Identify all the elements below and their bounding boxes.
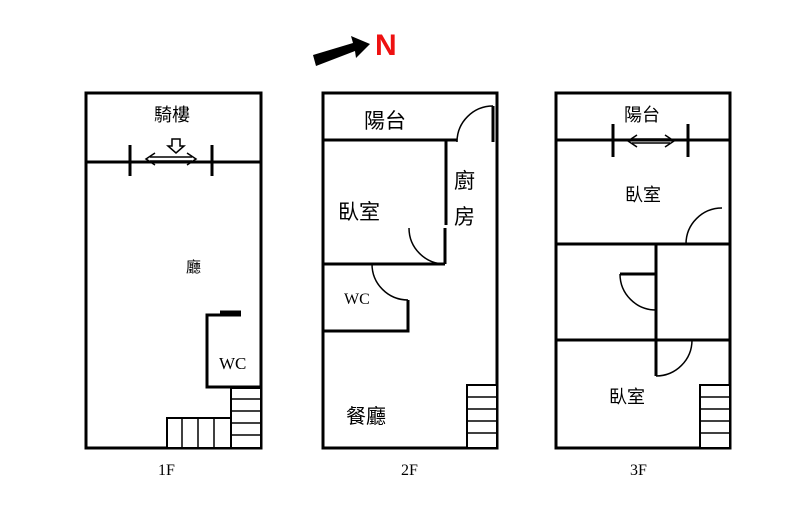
1f-wc-label: WC	[219, 354, 246, 373]
2f-wc-door-icon	[371, 262, 409, 301]
1f-stairs-horizontal	[166, 417, 232, 449]
entry-arrow-icon	[166, 138, 186, 154]
floor-3f: 陽台 臥室 臥室 3F	[554, 91, 732, 479]
2f-wc-wall	[323, 300, 410, 333]
north-label: N	[375, 29, 397, 62]
3f-double-arrow-icon	[626, 134, 676, 148]
2f-wc-label: WC	[344, 291, 370, 308]
2f-bedroom-door-icon	[408, 227, 447, 265]
2f-kitchen-label-2: 房	[454, 205, 475, 229]
2f-bedroom-label: 臥室	[338, 200, 380, 224]
3f-stairs	[699, 384, 731, 449]
3f-bedroom-bottom-label: 臥室	[609, 387, 645, 408]
3f-upper-door-icon	[685, 207, 723, 246]
3f-caption: 3F	[630, 462, 647, 479]
3f-lower-door-icon	[654, 339, 693, 377]
2f-outer-wall	[321, 91, 499, 450]
2f-balcony-door-icon	[456, 105, 495, 143]
3f-middle-door-icon	[619, 272, 657, 311]
1f-stairs-vertical	[230, 387, 262, 449]
2f-bedroom-wall	[323, 138, 448, 225]
2f-stairs	[466, 384, 498, 449]
3f-outer-wall	[554, 91, 732, 450]
2f-caption: 2F	[401, 462, 418, 479]
3f-balcony-label: 陽台	[624, 105, 660, 126]
1f-caption: 1F	[158, 462, 175, 479]
1f-hall-label: 廳	[186, 258, 201, 276]
2f-kitchen-label-1: 廚	[454, 169, 475, 193]
3f-bedroom-top-label: 臥室	[625, 185, 661, 206]
double-arrow-icon	[144, 152, 198, 166]
north-arrow-icon	[313, 36, 370, 66]
floor-2f: 陽台 臥室 廚 房 WC 餐廳 2F	[321, 91, 499, 479]
floor-1f: 騎樓 廳 WC 1F	[84, 91, 263, 479]
1f-arcade-label: 騎樓	[154, 105, 190, 126]
north-compass: N	[313, 29, 397, 66]
2f-dining-label: 餐廳	[346, 404, 386, 428]
2f-balcony-label: 陽台	[364, 109, 406, 133]
1f-wc-wall	[205, 313, 261, 389]
